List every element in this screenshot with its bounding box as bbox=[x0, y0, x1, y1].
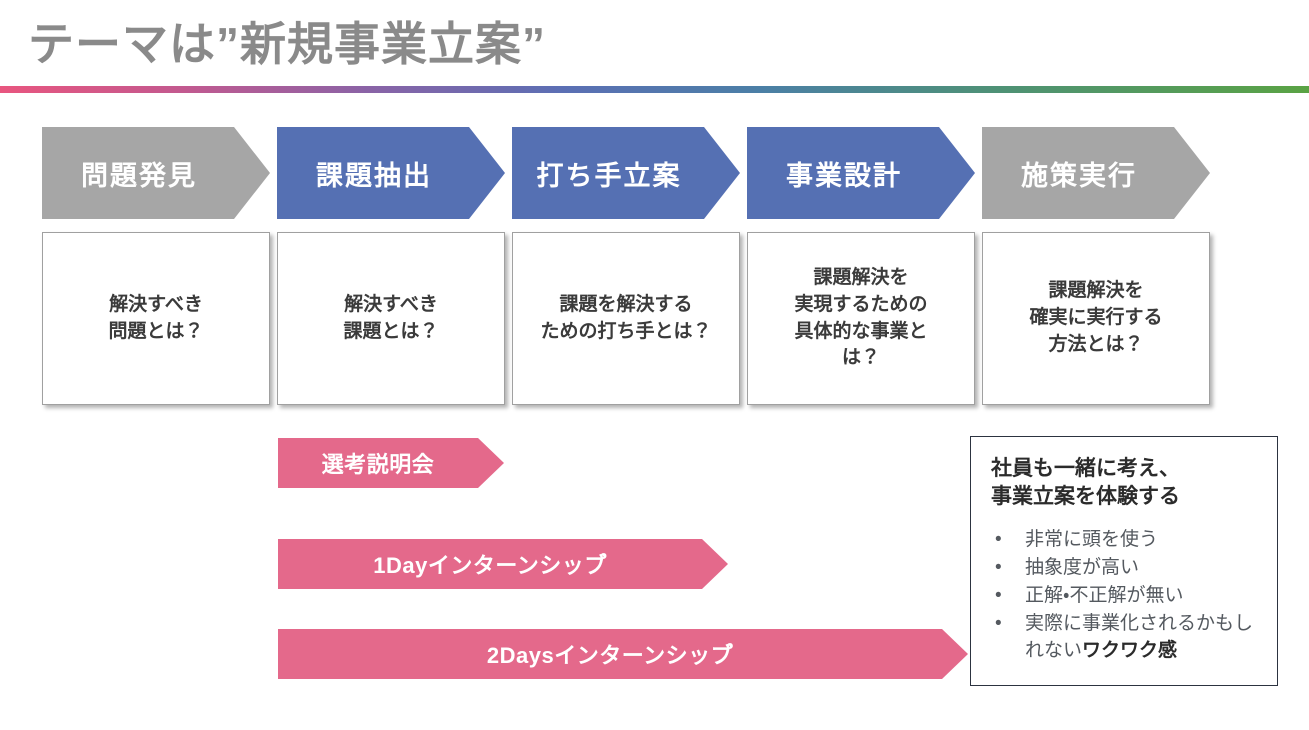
process-detail-box-1[interactable]: 解決すべき 問題とは？ bbox=[42, 232, 270, 405]
bullet-dot-icon: • bbox=[995, 613, 1002, 635]
process-step-chevron-4[interactable]: 事業設計 bbox=[747, 127, 975, 219]
bullet-dot-icon: • bbox=[995, 529, 1002, 551]
note-panel: 社員も一緒に考え、 事業立案を体験する • 非常に頭を使う • 抽象度が高い •… bbox=[970, 436, 1278, 686]
process-step-chevron-1[interactable]: 問題発見 bbox=[42, 127, 270, 219]
process-detail-box-4[interactable]: 課題解決を 実現するための 具体的な事業と は？ bbox=[747, 232, 975, 405]
page-title: テーマは”新規事業立案” bbox=[28, 18, 546, 70]
program-arrow-1[interactable]: 選考説明会 bbox=[278, 438, 504, 488]
list-item: • 正解・不正解が無い bbox=[991, 583, 1261, 610]
process-step-label-4: 事業設計 bbox=[786, 160, 902, 191]
program-arrow-3[interactable]: 2Daysインターンシッブ゚ bbox=[278, 629, 968, 679]
list-item: • 非常に頭を使う bbox=[991, 527, 1261, 554]
gradient-divider bbox=[0, 86, 1309, 93]
program-arrow-label-3: 2Daysインターンシッブ゚ bbox=[486, 643, 734, 668]
program-arrow-2[interactable]: 1Dayインターンシッブ゚ bbox=[278, 539, 728, 589]
process-detail-text-2: 解決すべき 課題とは？ bbox=[343, 293, 439, 342]
process-detail-box-5[interactable]: 課題解決を 確実に実行する 方法とは？ bbox=[982, 232, 1210, 405]
list-item: • 実際に事業化されるかもしれないワクワク感 bbox=[991, 611, 1261, 665]
process-detail-box-3[interactable]: 課題を解決する ための打ち手とは？ bbox=[512, 232, 740, 405]
note-panel-heading: 社員も一緒に考え、 事業立案を体験する bbox=[991, 457, 1180, 509]
list-item-text: 非常に頭を使う bbox=[1025, 529, 1159, 551]
process-step-label-5: 施策実行 bbox=[1021, 160, 1137, 191]
process-detail-box-2[interactable]: 解決すべき 課題とは？ bbox=[277, 232, 505, 405]
process-step-chevron-3[interactable]: 打ち手立案 bbox=[512, 127, 740, 219]
process-detail-text-3: 課題を解決する ための打ち手とは？ bbox=[540, 293, 712, 342]
process-detail-text-5: 課題解決を 確実に実行する 方法とは？ bbox=[1029, 280, 1163, 355]
list-item-text: 正解・不正解が無い bbox=[1025, 585, 1184, 607]
process-step-label-1: 問題発見 bbox=[81, 160, 197, 191]
list-item: • 抽象度が高い bbox=[991, 555, 1261, 582]
process-detail-text-4: 課題解決を 実現するための 具体的な事業と は？ bbox=[794, 266, 928, 369]
process-step-chevron-5[interactable]: 施策実行 bbox=[982, 127, 1210, 219]
list-item-text: 抽象度が高い bbox=[1025, 557, 1140, 579]
process-detail-row: 解決すべき 問題とは？ 解決すべき 課題とは？ 課題を解決する ための打ち手とは… bbox=[0, 232, 1309, 407]
process-detail-text-1: 解決すべき 問題とは？ bbox=[108, 293, 204, 342]
program-arrow-label-2: 1Dayインターンシッブ゚ bbox=[373, 553, 607, 578]
process-step-label-3: 打ち手立案 bbox=[536, 160, 682, 191]
note-panel-bullet-list: • 非常に頭を使う • 抽象度が高い • 正解・不正解が無い • 実際に事業化さ… bbox=[991, 527, 1261, 665]
process-step-chevron-2[interactable]: 課題抽出 bbox=[277, 127, 505, 219]
bullet-dot-icon: • bbox=[995, 557, 1002, 579]
process-chevron-row: 問題発見 課題抽出 打ち手立案 事業設計 施策実行 bbox=[0, 127, 1309, 219]
bullet-dot-icon: • bbox=[995, 585, 1002, 607]
list-item-text: 実際に事業化されるかもしれない bbox=[1025, 613, 1254, 662]
process-step-label-2: 課題抽出 bbox=[316, 160, 432, 191]
program-arrow-label-1: 選考説明会 bbox=[321, 452, 435, 477]
list-item-emphasis: ワクワク感 bbox=[1082, 640, 1178, 662]
